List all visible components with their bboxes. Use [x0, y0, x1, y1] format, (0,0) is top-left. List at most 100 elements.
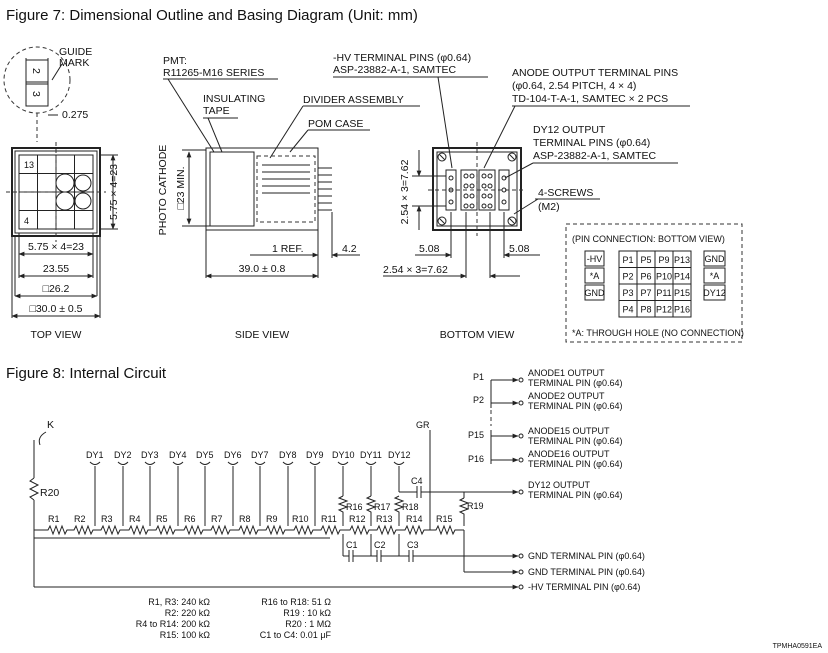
- pin-cell: P15: [674, 288, 690, 298]
- resistor-label: R3: [101, 514, 113, 524]
- bottom-view: -HV TERMINAL PINS (φ0.64) ASP-23882-A-1,…: [333, 52, 690, 341]
- pin-right-2: DY12: [703, 288, 726, 298]
- guide-mark-line1: GUIDE: [59, 46, 92, 58]
- dynode-label: DY8: [279, 450, 297, 460]
- dynode-label: DY11: [360, 450, 382, 460]
- dy12-part: ASP-23882-A-1, SAMTEC: [533, 150, 657, 162]
- pin-cell: P6: [640, 272, 651, 282]
- pin-grid: P1 P5 P9 P13 P2 P6 P10 P14 P3 P7 P11 P15…: [618, 250, 692, 318]
- pin-cell: P10: [656, 272, 672, 282]
- pin-connection-title: (PIN CONNECTION: BOTTOM VIEW): [572, 234, 725, 244]
- r18-label: R18: [402, 502, 419, 512]
- guide-mark-line2: MARK: [59, 57, 89, 69]
- guide-pin-3: 3: [30, 91, 42, 97]
- r17-label: R17: [374, 502, 391, 512]
- resistor-label: R2: [74, 514, 86, 524]
- resistor-label: R4: [129, 514, 141, 524]
- resistor-label: R5: [156, 514, 168, 524]
- insulating-label: INSULATING: [203, 93, 265, 105]
- value-line: R1, R3: 240 kΩ: [148, 597, 210, 607]
- dim-508-right: 5.08: [509, 243, 530, 255]
- svg-text:13: 13: [24, 160, 34, 170]
- value-line: R15: 100 kΩ: [160, 630, 211, 640]
- anode-pins-spec: (φ0.64, 2.54 PITCH, 4 × 4): [512, 80, 636, 92]
- resistor-label: R9: [266, 514, 278, 524]
- dynode-label: DY9: [306, 450, 324, 460]
- anode16-pin-label: TERMINAL PIN (φ0.64): [528, 459, 623, 469]
- r19-label: R19: [467, 501, 484, 511]
- pin-connection-box: (PIN CONNECTION: BOTTOM VIEW) -HV *A GND…: [565, 223, 744, 343]
- value-line: C1 to C4: 0.01 μF: [260, 630, 332, 640]
- c4-label: C4: [411, 476, 423, 486]
- pin-p1: P1: [473, 372, 484, 382]
- pmt-series-label: R11265-M16 SERIES: [163, 67, 264, 79]
- pin-p15: P15: [468, 430, 484, 440]
- dim-262: □26.2: [43, 283, 70, 295]
- anode2-output-label: ANODE2 OUTPUT: [528, 391, 605, 401]
- screws-size: (M2): [538, 201, 560, 213]
- pin-left-0: -HV: [587, 254, 603, 264]
- pin-p2: P2: [473, 395, 484, 405]
- pmt-label: PMT:: [163, 55, 187, 67]
- guide-pin-2: 2: [30, 68, 42, 74]
- component-values: R1, R3: 240 kΩ R2: 220 kΩ R4 to R14: 200…: [136, 597, 332, 640]
- dim-390: 39.0 ± 0.8: [239, 263, 286, 275]
- dynode-label: DY10: [332, 450, 355, 460]
- figure7-title: Figure 7: Dimensional Outline and Basing…: [6, 7, 418, 24]
- pin-cell: P16: [674, 305, 690, 315]
- pin-cell: P7: [640, 288, 651, 298]
- dim-0275: 0.275: [62, 109, 88, 121]
- anode-pins-label: ANODE OUTPUT TERMINAL PINS: [512, 67, 678, 79]
- pin-left-2: GND: [585, 288, 606, 298]
- value-line: R19 : 10 kΩ: [283, 608, 331, 618]
- pin-cell: P3: [622, 288, 633, 298]
- r16-label: R16: [346, 502, 363, 512]
- value-line: R16 to R18: 51 Ω: [261, 597, 331, 607]
- resistor-label: R13: [376, 514, 393, 524]
- dim-side-23: 5.75 × 4=23: [108, 164, 120, 220]
- gr-label: GR: [416, 420, 430, 430]
- resistor-label: R11: [321, 514, 337, 524]
- value-line: R2: 220 kΩ: [165, 608, 211, 618]
- resistor-label: R15: [436, 514, 453, 524]
- anode15-output-label: ANODE15 OUTPUT: [528, 426, 610, 436]
- pin-cell: P11: [656, 288, 671, 298]
- resistor-label: R6: [184, 514, 196, 524]
- dim-bottom-23: 5.75 × 4=23: [28, 241, 84, 253]
- r19-resistor: [458, 497, 470, 526]
- dynode-label: DY12: [388, 450, 411, 460]
- cathode-label: K: [47, 419, 54, 431]
- pin-p16: P16: [468, 454, 484, 464]
- hv-pins-part: ASP-23882-A-1, SAMTEC: [333, 64, 457, 76]
- dy12-pins-label: TERMINAL PINS (φ0.64): [533, 137, 650, 149]
- resistor-label: R10: [292, 514, 309, 524]
- anode1-output-label: ANODE1 OUTPUT: [528, 368, 605, 378]
- svg-text:4: 4: [24, 216, 29, 226]
- side-view-label: SIDE VIEW: [235, 329, 289, 341]
- tape-label: TAPE: [203, 105, 230, 117]
- r17-resistor: [365, 495, 377, 526]
- anode1-pin-label: TERMINAL PIN (φ0.64): [528, 378, 623, 388]
- document-code: TPMHA0591EA: [773, 643, 823, 650]
- top-view-label: TOP VIEW: [31, 329, 82, 341]
- anode2-pin-label: TERMINAL PIN (φ0.64): [528, 401, 623, 411]
- r18-resistor: [393, 495, 405, 526]
- dim-23min: □23 MIN.: [175, 166, 187, 209]
- side-view-body: [205, 147, 319, 231]
- dim-2355: 23.55: [43, 263, 69, 275]
- r20-resistor: [28, 477, 40, 501]
- resistor-label: R7: [211, 514, 223, 524]
- divider-label: DIVIDER ASSEMBLY: [303, 94, 404, 106]
- gnd1-label: GND TERMINAL PIN (φ0.64): [528, 551, 645, 561]
- photocathode-label: PHOTO CATHODE: [157, 145, 169, 236]
- c3-label: C3: [407, 540, 419, 550]
- pin-cell: P13: [674, 255, 690, 265]
- dim-762-horizontal: 2.54 × 3=7.62: [383, 264, 448, 276]
- pin-cell: P2: [622, 272, 633, 282]
- anode16-output-label: ANODE16 OUTPUT: [528, 449, 610, 459]
- dynode-label: DY3: [141, 450, 159, 460]
- ref-label: 1 REF.: [272, 243, 304, 255]
- resistor-label: R14: [406, 514, 423, 524]
